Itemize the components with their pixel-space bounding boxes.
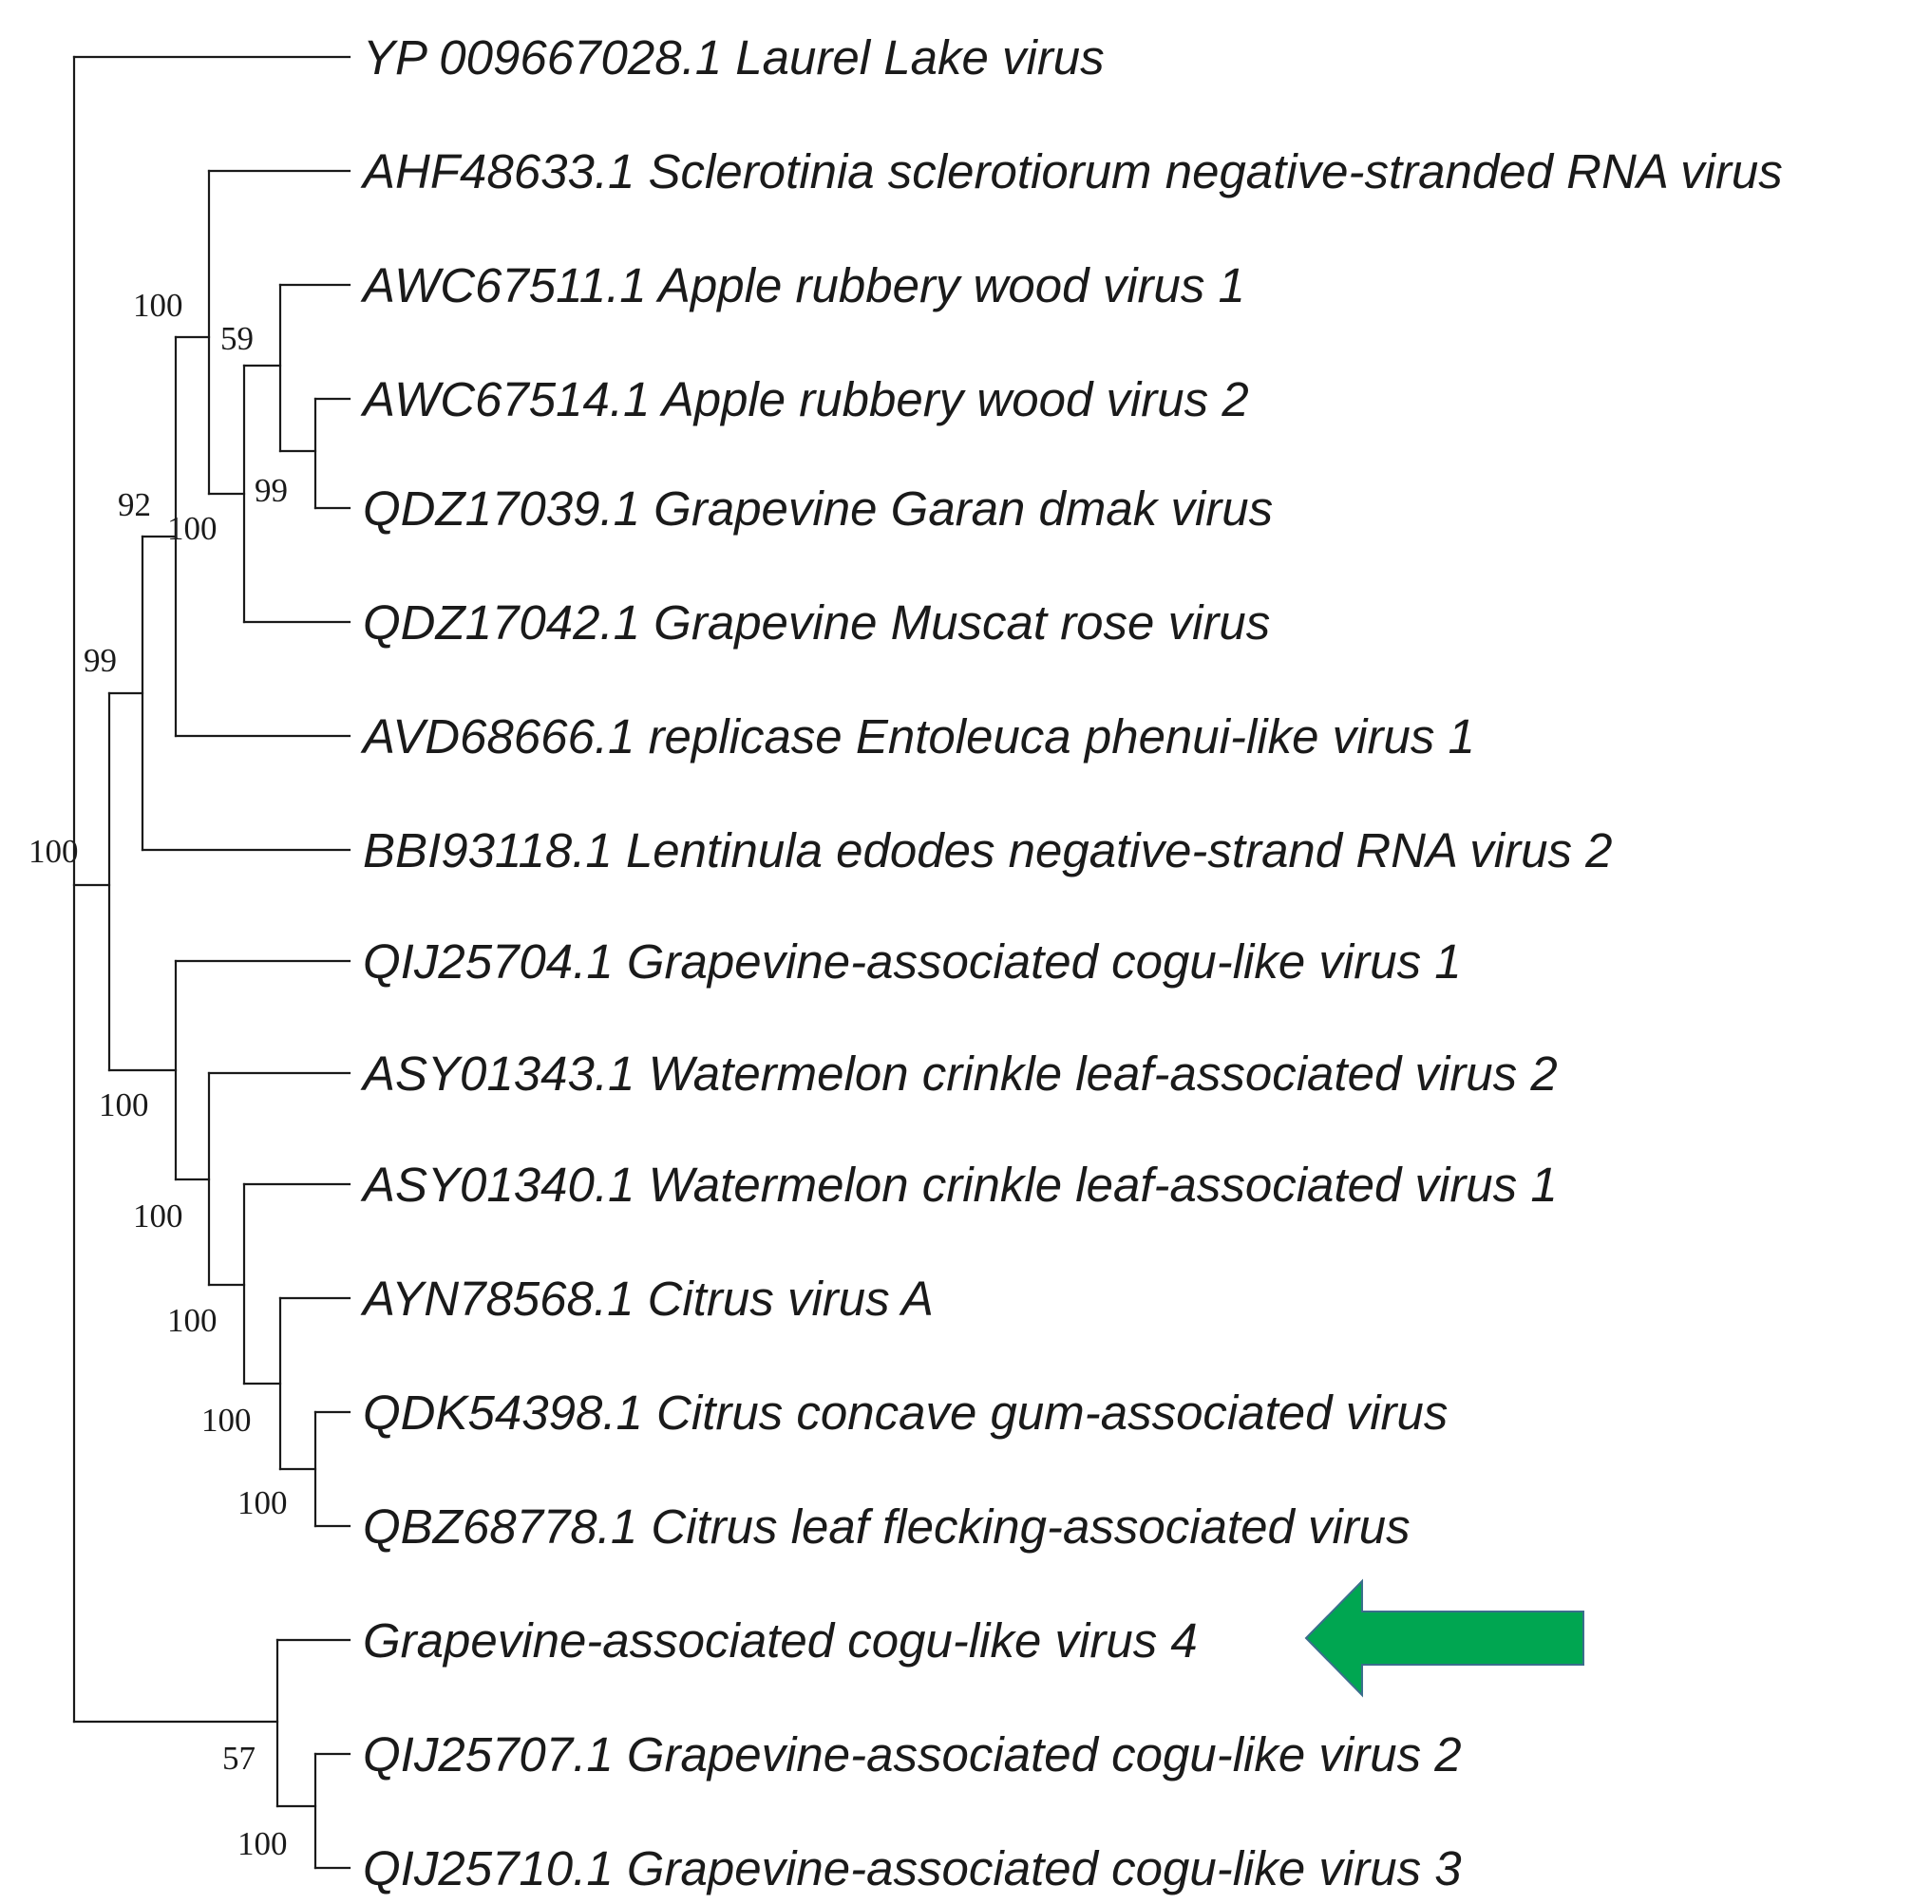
bootstrap-value: 100 bbox=[133, 1197, 183, 1235]
taxon-label: QDK54398.1 Citrus concave gum-associated… bbox=[363, 1386, 1448, 1440]
taxon-label: QBZ68778.1 Citrus leaf flecking-associat… bbox=[363, 1499, 1411, 1554]
bootstrap-value: 99 bbox=[84, 642, 117, 679]
bootstrap-value: 59 bbox=[220, 320, 254, 357]
highlight-arrow-icon bbox=[1304, 1578, 1584, 1698]
taxon-label: QDZ17042.1 Grapevine Muscat rose virus bbox=[363, 595, 1270, 650]
taxon-label: QIJ25710.1 Grapevine-associated cogu-lik… bbox=[363, 1841, 1462, 1895]
bootstrap-value: 100 bbox=[237, 1825, 288, 1862]
taxon-label: AYN78568.1 Citrus virus A bbox=[360, 1272, 934, 1326]
taxon-label: YP 009667028.1 Laurel Lake virus bbox=[363, 30, 1105, 85]
bootstrap-value: 100 bbox=[133, 287, 183, 324]
taxon-label: AVD68666.1 replicase Entoleuca phenui-li… bbox=[360, 709, 1475, 763]
taxon-label: ASY01340.1 Watermelon crinkle leaf-assoc… bbox=[360, 1158, 1558, 1212]
bootstrap-value: 100 bbox=[167, 510, 218, 547]
bootstrap-value: 57 bbox=[222, 1740, 256, 1777]
bootstrap-value: 100 bbox=[237, 1484, 288, 1521]
taxon-label: AWC67511.1 Apple rubbery wood virus 1 bbox=[360, 258, 1245, 312]
bootstrap-value: 99 bbox=[255, 472, 288, 509]
bootstrap-value: 100 bbox=[201, 1402, 252, 1439]
taxon-label: AWC67514.1 Apple rubbery wood virus 2 bbox=[360, 372, 1249, 426]
taxon-label-highlighted: Grapevine-associated cogu-like virus 4 bbox=[363, 1613, 1198, 1668]
bootstrap-value: 100 bbox=[99, 1086, 149, 1123]
taxon-label: ASY01343.1 Watermelon crinkle leaf-assoc… bbox=[360, 1046, 1558, 1101]
taxon-label: BBI93118.1 Lentinula edodes negative-str… bbox=[363, 823, 1613, 877]
bootstrap-value: 92 bbox=[118, 486, 151, 523]
bootstrap-value: 100 bbox=[167, 1302, 218, 1339]
taxon-labels: YP 009667028.1 Laurel Lake virus AHF4863… bbox=[360, 30, 1783, 1895]
taxon-label: QDZ17039.1 Grapevine Garan dmak virus bbox=[363, 481, 1273, 536]
tree-branches bbox=[72, 55, 351, 1870]
bootstrap-values: 100 59 99 92 100 99 100 100 100 100 100 … bbox=[28, 287, 288, 1862]
taxon-label: QIJ25704.1 Grapevine-associated cogu-lik… bbox=[363, 934, 1462, 989]
bootstrap-value: 100 bbox=[28, 833, 79, 870]
taxon-label: QIJ25707.1 Grapevine-associated cogu-lik… bbox=[363, 1727, 1462, 1781]
taxon-label: AHF48633.1 Sclerotinia sclerotiorum nega… bbox=[360, 144, 1783, 198]
